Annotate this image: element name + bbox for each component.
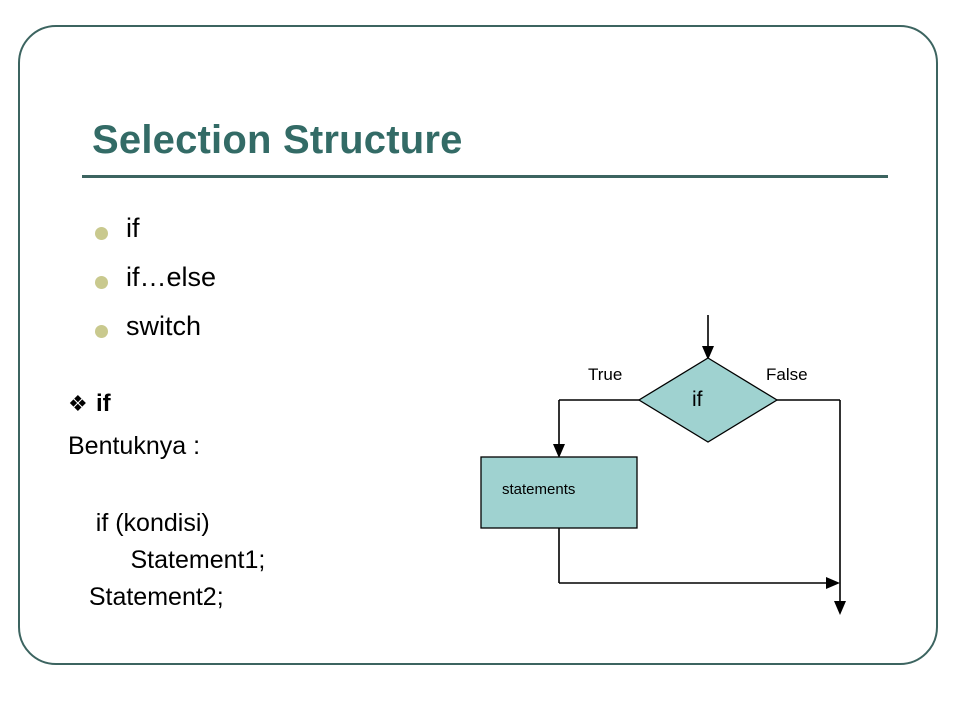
section-heading: ❖ if xyxy=(68,390,111,418)
true-branch-arrowhead-icon xyxy=(553,444,565,458)
exit-arrowhead-icon xyxy=(834,601,846,615)
section-subheading: Bentuknya : xyxy=(68,432,201,460)
decision-diamond-shape xyxy=(637,357,779,443)
code-snippet: if (kondisi) Statement1; Statement2; xyxy=(88,509,266,611)
flowchart-svg xyxy=(480,315,846,615)
bullet-dot-icon xyxy=(95,276,108,289)
page-title: Selection Structure xyxy=(92,118,463,162)
false-branch-label: False xyxy=(766,365,808,384)
flowchart-diagram: True False if statements xyxy=(470,300,890,640)
entry-arrowhead-icon xyxy=(702,346,714,360)
merge-arrowhead-icon xyxy=(826,577,840,589)
process-box-shape xyxy=(480,456,638,529)
title-underline-rule xyxy=(82,175,888,178)
bullet-label: if…else xyxy=(126,262,217,292)
bullet-label: switch xyxy=(126,311,202,341)
diamond-bullet-icon: ❖ xyxy=(68,391,88,416)
true-branch-label: True xyxy=(588,365,623,384)
list-item: switch xyxy=(90,310,470,359)
list-item: if xyxy=(90,212,470,261)
process-label: statements xyxy=(502,481,576,498)
bullet-label: if xyxy=(126,213,140,243)
bullet-dot-icon xyxy=(95,227,108,240)
list-item: if…else xyxy=(90,261,470,310)
bullet-list: if if…else switch xyxy=(90,212,470,359)
bullet-dot-icon xyxy=(95,325,108,338)
section-heading-label: if xyxy=(96,390,111,417)
decision-label: if xyxy=(692,388,703,411)
